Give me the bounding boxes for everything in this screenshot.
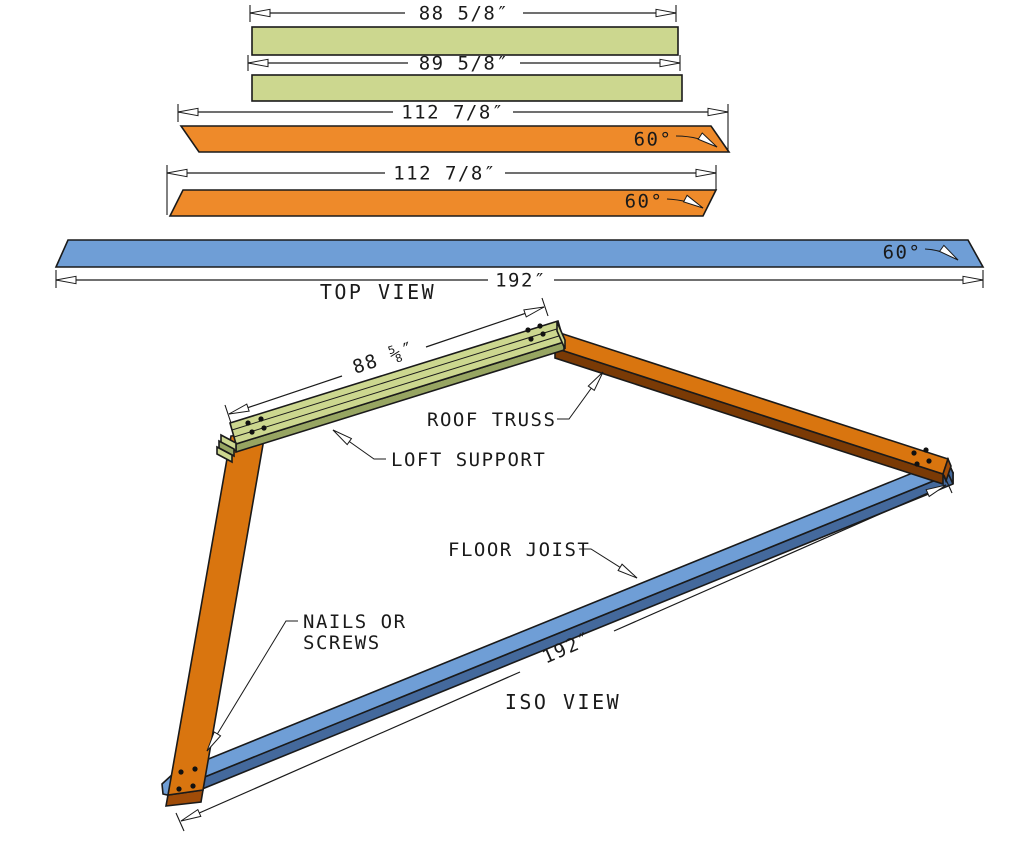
nail — [249, 429, 255, 435]
dimension-text: 88 5/8″ — [419, 3, 510, 25]
dimension-floor-joist: 192″ — [55, 270, 984, 292]
rafter-side-face — [554, 346, 944, 486]
loft-support-leader — [332, 429, 386, 460]
roof-truss-label: ROOF TRUSS — [427, 409, 556, 431]
angle-leader — [924, 244, 959, 261]
angle-leader — [675, 132, 718, 148]
dimension-loft-board-2: 89 5/8″ — [247, 53, 681, 75]
support-end-layer — [218, 439, 235, 458]
loft-support-label: LOFT SUPPORT — [391, 449, 546, 471]
nail — [911, 450, 917, 456]
board-seam — [233, 334, 563, 438]
angle-label: 60° — [634, 129, 673, 151]
dimension-text: 89 5/8″ — [419, 53, 510, 75]
floor-joist-leader — [579, 548, 638, 579]
dimension-text: 112 7/8″ — [401, 102, 505, 124]
dimension-line — [425, 306, 545, 348]
top-view: 88 5/8″ 89 5/8″ 112 7/8″ 60° — [54, 3, 985, 304]
extension-tick — [175, 812, 185, 832]
dimension-text: 112 7/8″ — [393, 163, 497, 185]
support-end-layer — [216, 445, 233, 464]
rafter-face — [167, 432, 266, 796]
nail — [540, 331, 546, 337]
nail — [245, 420, 251, 426]
extension-tick — [541, 297, 549, 317]
callouts: ROOF TRUSS LOFT SUPPORT FLOOR JOIST NAIL… — [206, 371, 638, 752]
extension-tick — [224, 404, 232, 424]
nail — [537, 323, 543, 329]
iso-view-title: ISO VIEW — [505, 690, 621, 714]
iso-view: 88 ⅝″ 192″ ROOF TRUSS LOFT SUPPORT FLOOR… — [161, 297, 955, 832]
nails-label-line2: SCREWS — [303, 632, 381, 654]
angle-label: 60° — [883, 242, 922, 264]
rafter-top-face — [553, 331, 950, 476]
top-view-title: TOP VIEW — [320, 280, 436, 304]
iso-right-rafter — [553, 331, 952, 486]
dimension-line — [180, 671, 521, 822]
dimension-line — [228, 375, 343, 415]
support-end-face-right — [556, 321, 566, 350]
floor-joist-board — [54, 239, 985, 268]
board-seam — [231, 327, 561, 431]
nail — [914, 461, 920, 467]
nails-label-line1: NAILS OR — [303, 611, 407, 633]
floor-joist-label: FLOOR JOIST — [448, 539, 590, 561]
iso-loft-support — [216, 319, 566, 464]
nail — [190, 783, 196, 789]
nail — [525, 327, 531, 333]
iso-floor-joist — [161, 457, 955, 800]
dimension-line — [613, 484, 947, 632]
nail — [176, 786, 182, 792]
roof-truss-board-1 — [179, 125, 731, 153]
nail — [926, 458, 932, 464]
dimension-text: 192″ — [495, 270, 547, 292]
roof-truss-board-2 — [168, 189, 718, 217]
loft-board-1 — [251, 26, 679, 56]
loft-board-2 — [251, 74, 683, 102]
nails-leader — [206, 620, 298, 752]
nail — [192, 766, 198, 772]
roof-truss-leader — [557, 371, 604, 420]
dimension-roof-truss-1: 112 7/8″ — [177, 102, 729, 150]
support-end-layer — [220, 433, 237, 453]
angle-label: 60° — [625, 191, 664, 213]
rafter-end-face — [942, 456, 952, 484]
nail — [258, 416, 264, 422]
nail — [178, 769, 184, 775]
nail — [528, 336, 534, 342]
dimension-roof-truss-2: 112 7/8″ — [166, 163, 717, 215]
dimension-loft-board-1: 88 5/8″ — [249, 3, 677, 25]
angle-leader — [666, 194, 704, 209]
extension-tick — [943, 474, 953, 494]
joist-top-face — [172, 457, 955, 789]
nail — [261, 425, 267, 431]
nail — [923, 447, 929, 453]
